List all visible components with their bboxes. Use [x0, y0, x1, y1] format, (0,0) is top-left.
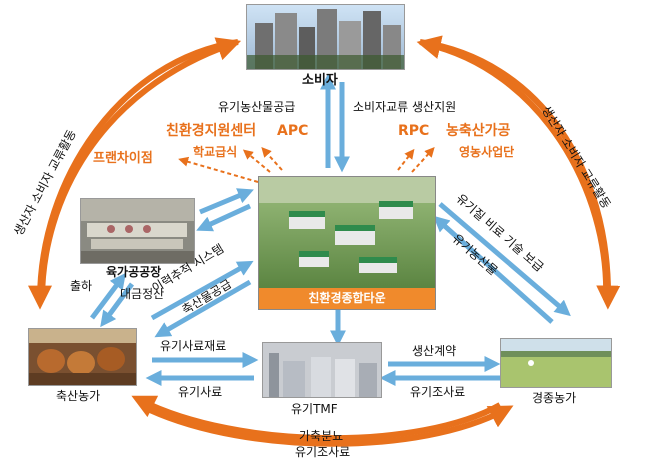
label-school-meal: 학교급식: [193, 145, 238, 159]
arrow-plant-to-center: [199, 188, 254, 215]
label-rpc: RPC: [398, 123, 430, 139]
label-eco-center: 친환경지원센터: [166, 123, 257, 139]
crop-farm-photo: [500, 338, 612, 388]
label-manure: 가축분뇨: [299, 429, 344, 443]
arc-left-up: [39, 37, 242, 301]
label-franchise: 프랜차이점: [93, 151, 153, 166]
livestock-farm-photo: [28, 328, 137, 386]
arc-right-up: [416, 35, 610, 301]
label-feed-material: 유기사료재료: [160, 339, 227, 353]
node-crop-farm: 경종농가: [532, 391, 577, 405]
arrow-center-to-crop: [438, 202, 571, 317]
arc-bottom-left: [131, 395, 502, 442]
arrow-center-to-plant: [196, 203, 252, 232]
label-farming-group: 영농사업단: [459, 145, 515, 159]
center-town-photo: 친환경종합타운: [258, 176, 436, 310]
arc-bottom-right: [148, 405, 514, 447]
label-apc: APC: [277, 123, 309, 139]
consumer-photo: [246, 4, 405, 70]
node-livestock-farm: 축산농가: [56, 389, 101, 403]
arrow-farm-to-plant: [90, 272, 126, 320]
label-roughage: 유기조사료: [410, 385, 466, 399]
tmf-photo: [262, 342, 382, 398]
node-consumer: 소비자: [302, 73, 338, 88]
node-tmf: 유기TMF: [291, 402, 338, 416]
dashed-arrows: [178, 147, 435, 183]
label-consumer-exchange: 소비자교류 생산지원: [353, 100, 457, 114]
center-town-caption: 친환경종합타운: [259, 288, 435, 309]
arrow-plant-to-farm: [100, 282, 135, 328]
arrow-center-to-farm: [154, 279, 252, 338]
outer-cycle: [28, 35, 621, 447]
arrow-farm-to-center: [150, 260, 254, 321]
label-shipping: 출하: [70, 279, 93, 293]
label-bottom-roughage: 유기조사료: [295, 445, 351, 459]
arrow-crop-to-center: [433, 215, 554, 324]
label-payment: 대금정산: [120, 287, 165, 301]
meat-plant-photo: [80, 198, 195, 264]
label-production-contract: 생산계약: [412, 344, 457, 358]
label-livestock-processing: 농축산가공: [446, 123, 511, 139]
blue-arrows: [90, 73, 571, 387]
node-meat-plant: 육가공공장: [106, 265, 162, 279]
label-organic-supply: 유기농산물공급: [218, 100, 296, 114]
label-organic-feed: 유기사료: [178, 385, 223, 399]
